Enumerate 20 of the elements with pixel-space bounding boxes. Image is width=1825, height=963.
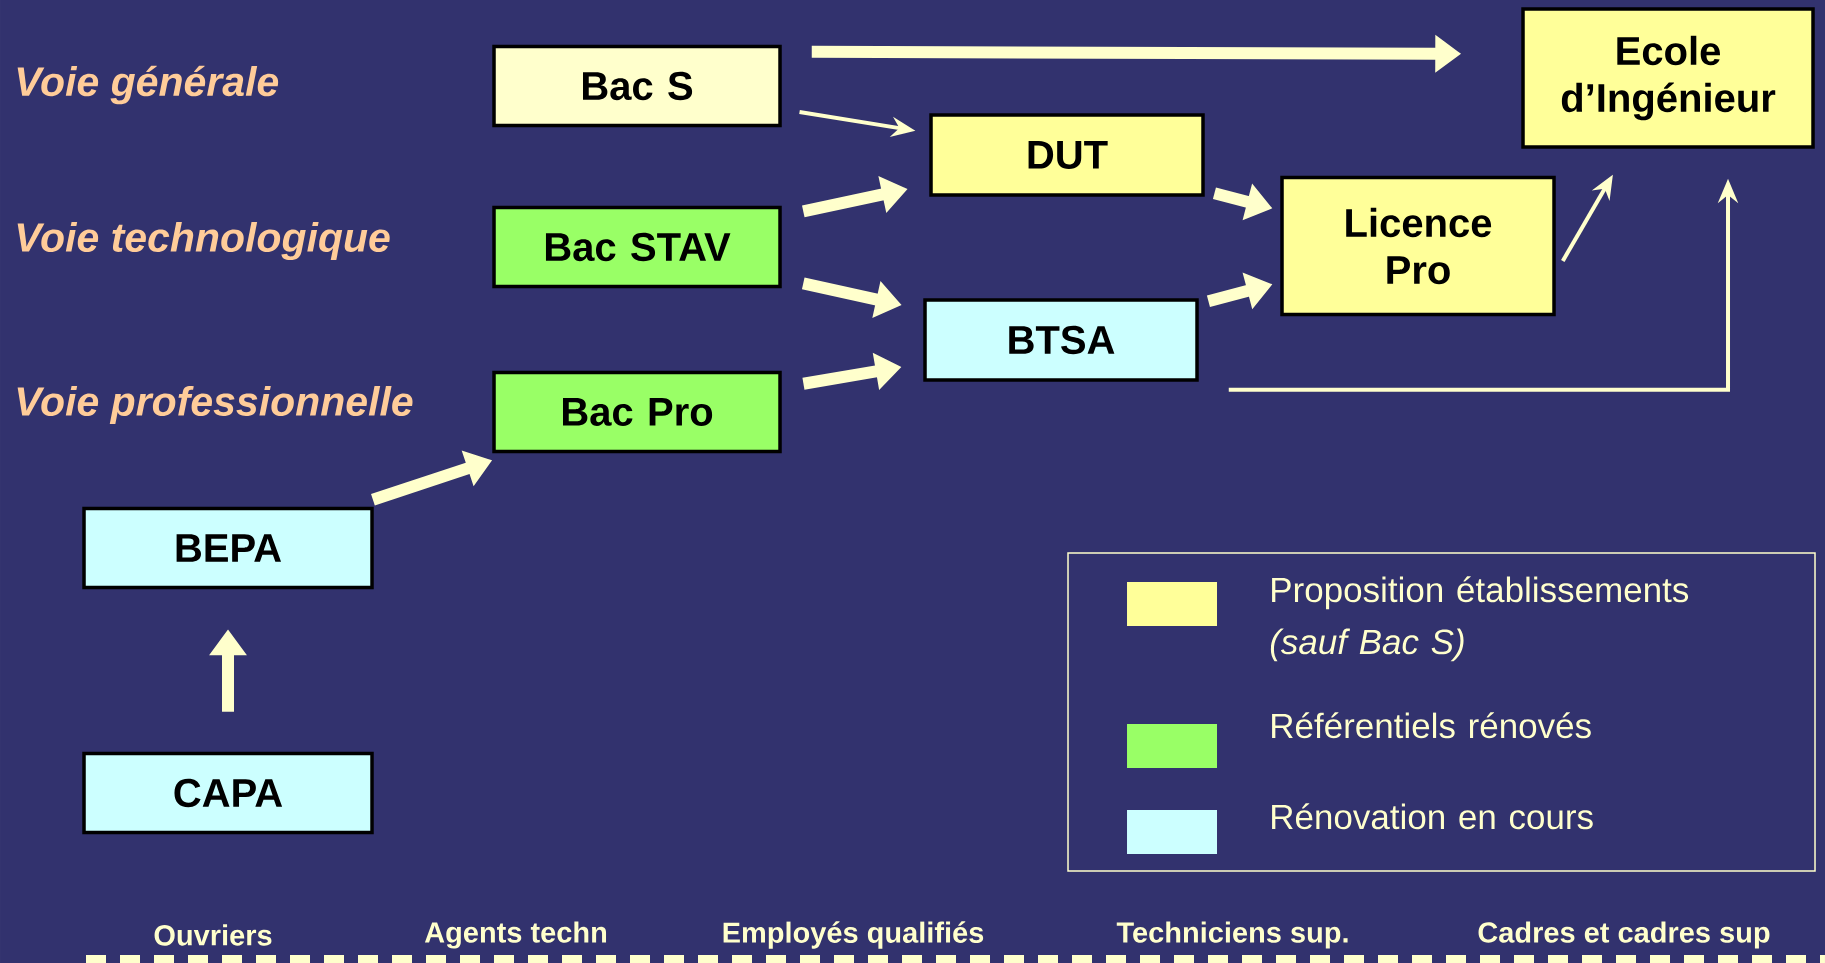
category-label: Agents techn — [424, 921, 606, 949]
process-box: BTSA — [923, 298, 1199, 382]
process-box: Bac Pro — [492, 370, 782, 454]
legend-text: Référentiels rénovés — [1272, 712, 1591, 739]
category-label: Ouvriers — [154, 924, 272, 946]
legend-text: Rénovation en cours — [1272, 803, 1593, 830]
legend-text: Proposition établissements (sauf Bac S) — [1270, 576, 1689, 662]
row-label: Voie technologique — [17, 221, 390, 261]
process-box: Bac S — [492, 44, 782, 128]
row-label: Voie générale — [17, 65, 279, 105]
process-box: Bac STAV — [492, 205, 782, 289]
category-label: Employés qualifiés — [723, 921, 984, 949]
row-label: Voie professionnelle — [17, 385, 413, 425]
process-box: Ecole d’Ingénieur — [1521, 7, 1815, 149]
process-box: DUT — [929, 113, 1205, 197]
category-label: Cadres et cadres sup — [1478, 921, 1770, 949]
process-box: BEPA — [82, 506, 374, 590]
category-label: Techniciens sup. — [1116, 921, 1348, 949]
process-box: CAPA — [82, 751, 374, 835]
process-box: Licence Pro — [1280, 175, 1556, 317]
